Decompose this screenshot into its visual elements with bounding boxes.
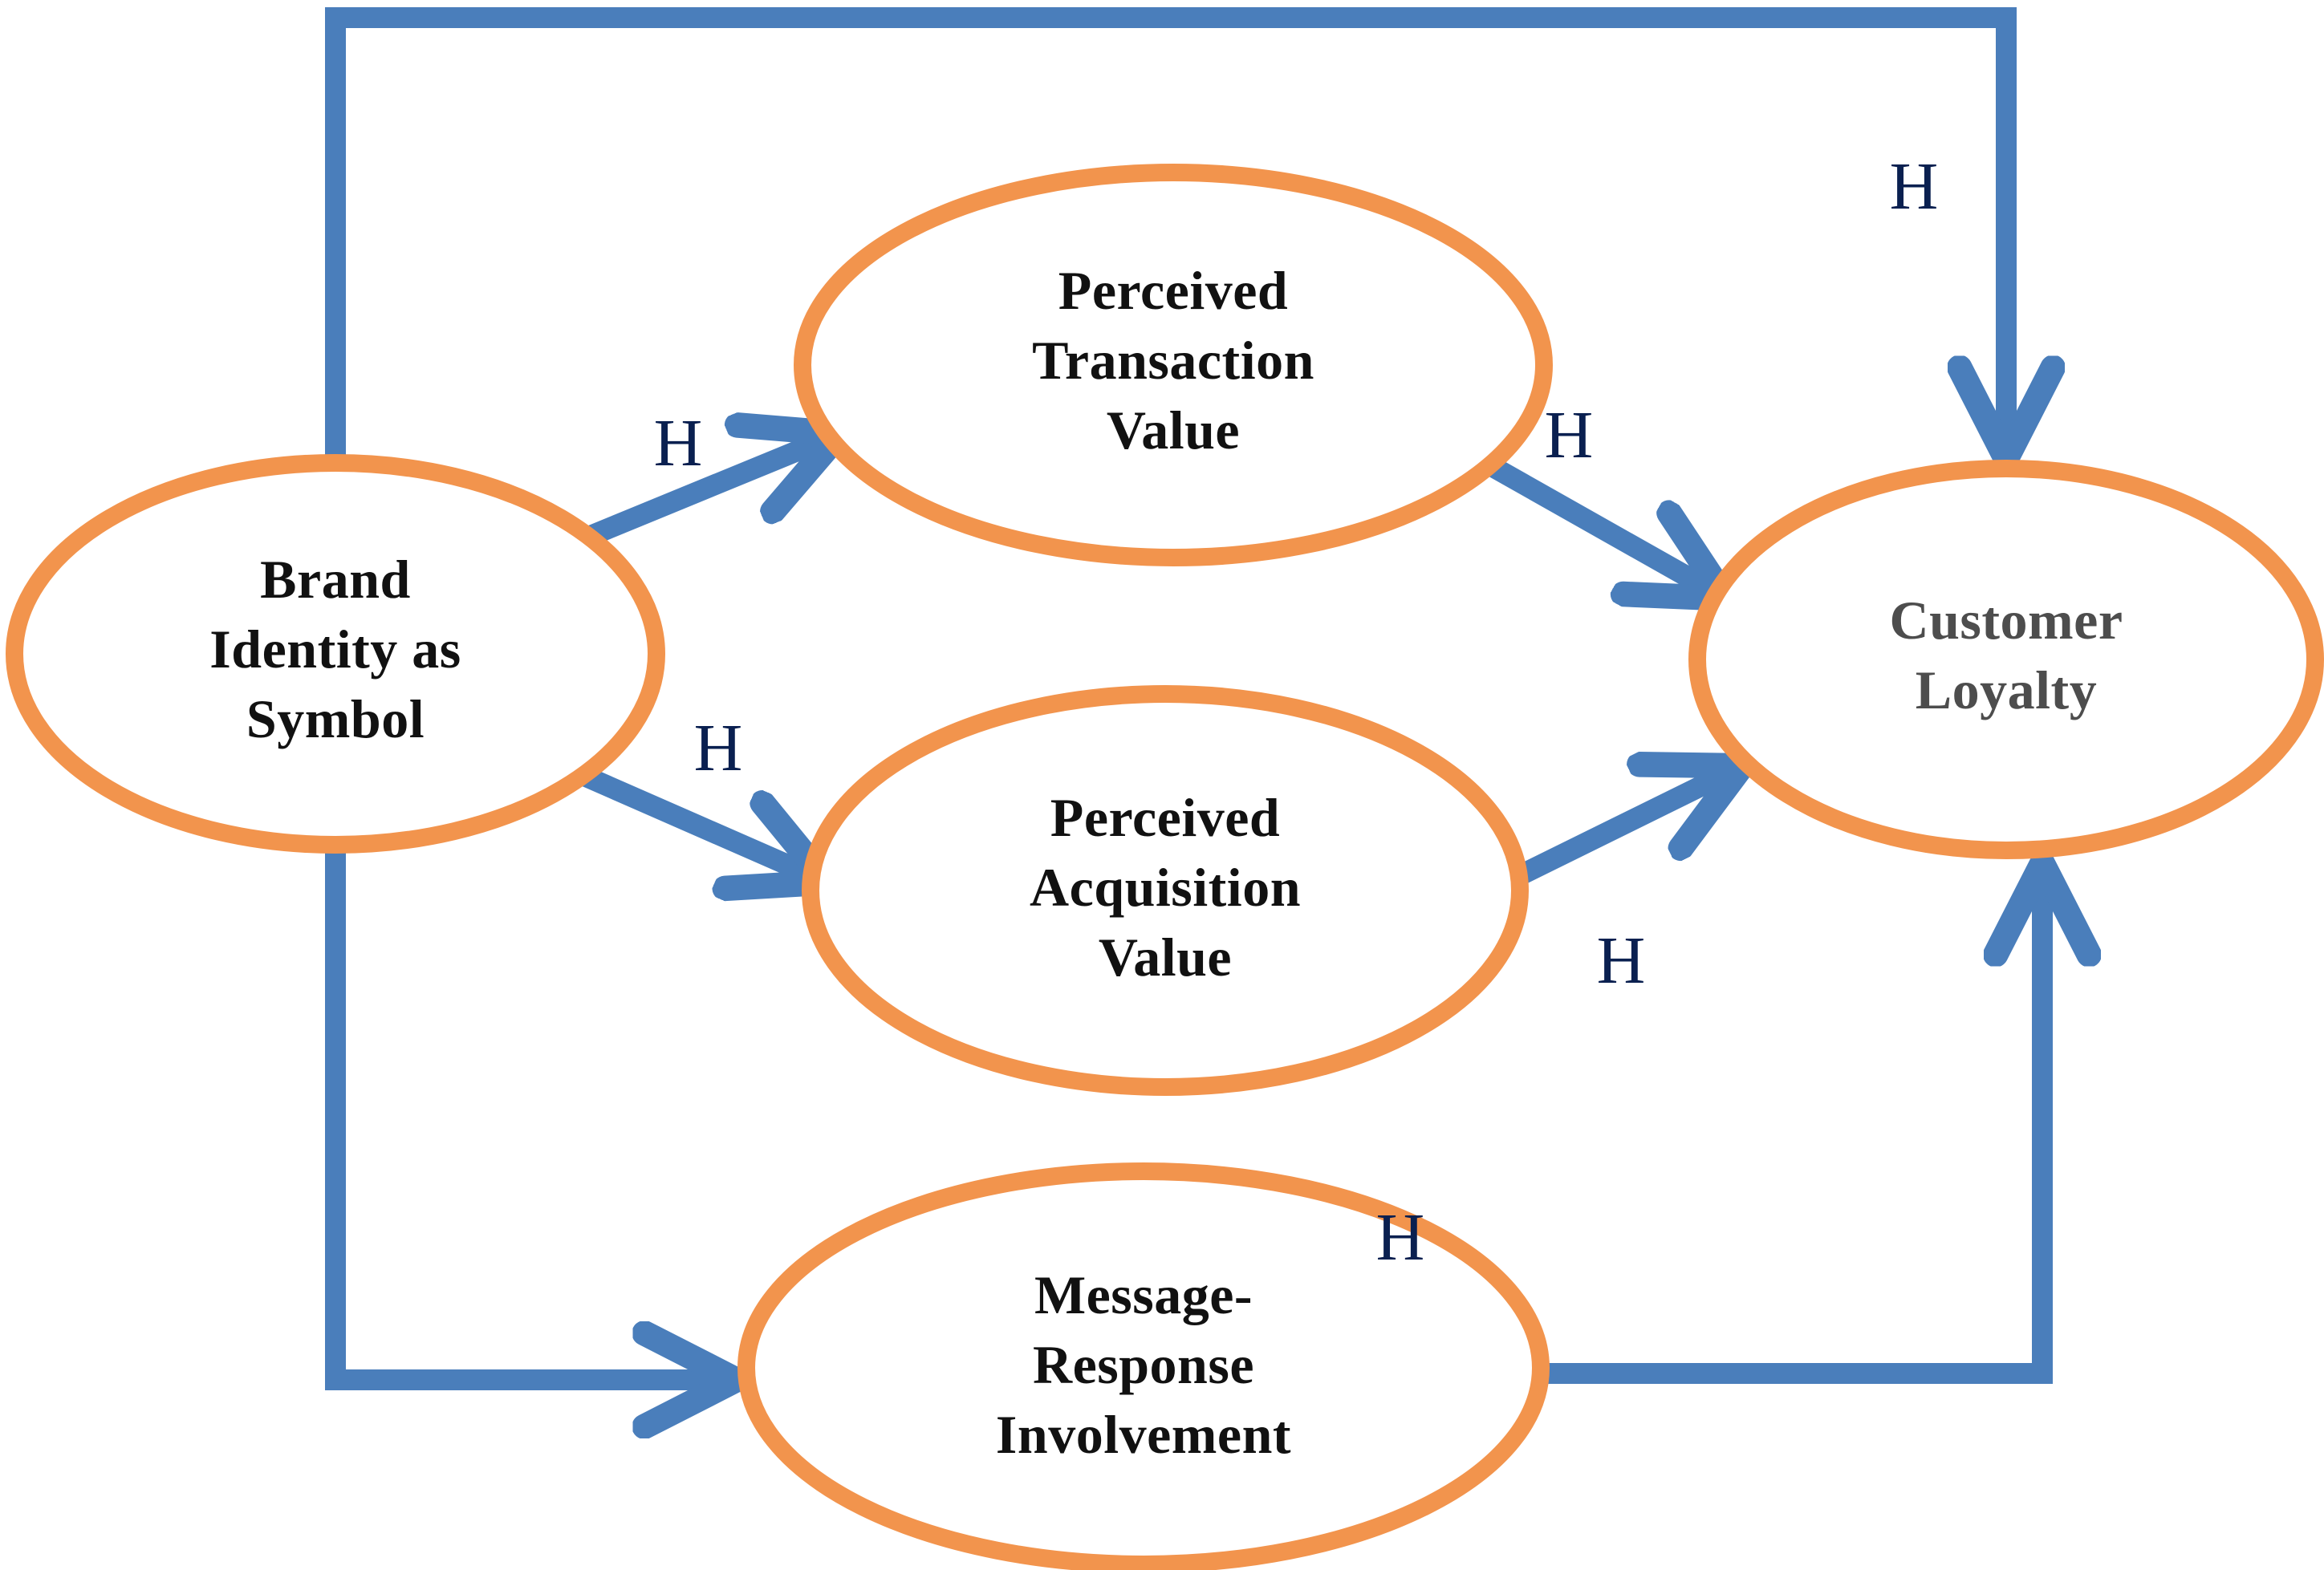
hypothesis-label-brand-to-transaction: H (654, 406, 703, 481)
node-perceived-acquisition-value-line-1: Perceived (1050, 787, 1280, 848)
node-message-response-involvement-line-2: Response (1033, 1334, 1254, 1395)
hypothesis-label-brand-to-loyalty: H (1890, 149, 1939, 224)
node-message-response-involvement[interactable]: Message- Response Involvement (737, 1162, 1550, 1570)
node-customer-loyalty-line-1: Customer (1889, 590, 2123, 651)
node-perceived-acquisition-value-line-3: Value (1099, 927, 1232, 988)
node-perceived-transaction-value-ellipse (794, 164, 1553, 566)
node-customer-loyalty-ellipse (1688, 460, 2324, 859)
node-brand-identity[interactable]: Brand Identity as Symbol (6, 454, 665, 854)
hypothesis-label-layer: H H H H H H (654, 149, 1939, 1275)
hypothesis-label-acquisition-to-loyalty: H (1597, 923, 1646, 998)
node-perceived-acquisition-value[interactable]: Perceived Acquisition Value (802, 685, 1529, 1096)
node-message-response-involvement-line-1: Message- (1034, 1264, 1253, 1325)
node-brand-identity-line-2: Identity as (209, 619, 461, 680)
hypothesis-label-brand-to-acquisition: H (694, 711, 743, 785)
node-perceived-transaction-value-line-2: Transaction (1032, 330, 1314, 391)
node-perceived-transaction-value-line-3: Value (1107, 400, 1240, 460)
node-perceived-acquisition-value-line-2: Acquisition (1030, 857, 1301, 918)
node-brand-identity-line-3: Symbol (246, 688, 425, 749)
edge-brand-to-transaction (579, 437, 831, 550)
node-brand-identity-line-1: Brand (260, 549, 411, 610)
node-perceived-acquisition-value-ellipse (802, 685, 1529, 1096)
node-message-response-involvement-ellipse (737, 1162, 1550, 1570)
node-customer-loyalty[interactable]: Customer Loyalty (1688, 460, 2324, 859)
hypothesis-label-message-response-to-loyalty: H (1376, 1200, 1425, 1275)
node-brand-identity-ellipse (6, 454, 665, 854)
edge-brand-to-acquisition (567, 761, 819, 878)
node-message-response-involvement-line-3: Involvement (996, 1404, 1291, 1465)
hypothesis-label-transaction-to-loyalty: H (1545, 398, 1594, 473)
node-perceived-transaction-value[interactable]: Perceived Transaction Value (794, 164, 1553, 566)
edge-brand-to-message-response (325, 845, 726, 1380)
edge-message-response-to-loyalty (1539, 873, 2042, 1384)
node-perceived-transaction-value-line-1: Perceived (1058, 260, 1288, 321)
node-customer-loyalty-line-2: Loyalty (1916, 659, 2097, 720)
edge-brand-to-loyalty (325, 7, 2006, 463)
